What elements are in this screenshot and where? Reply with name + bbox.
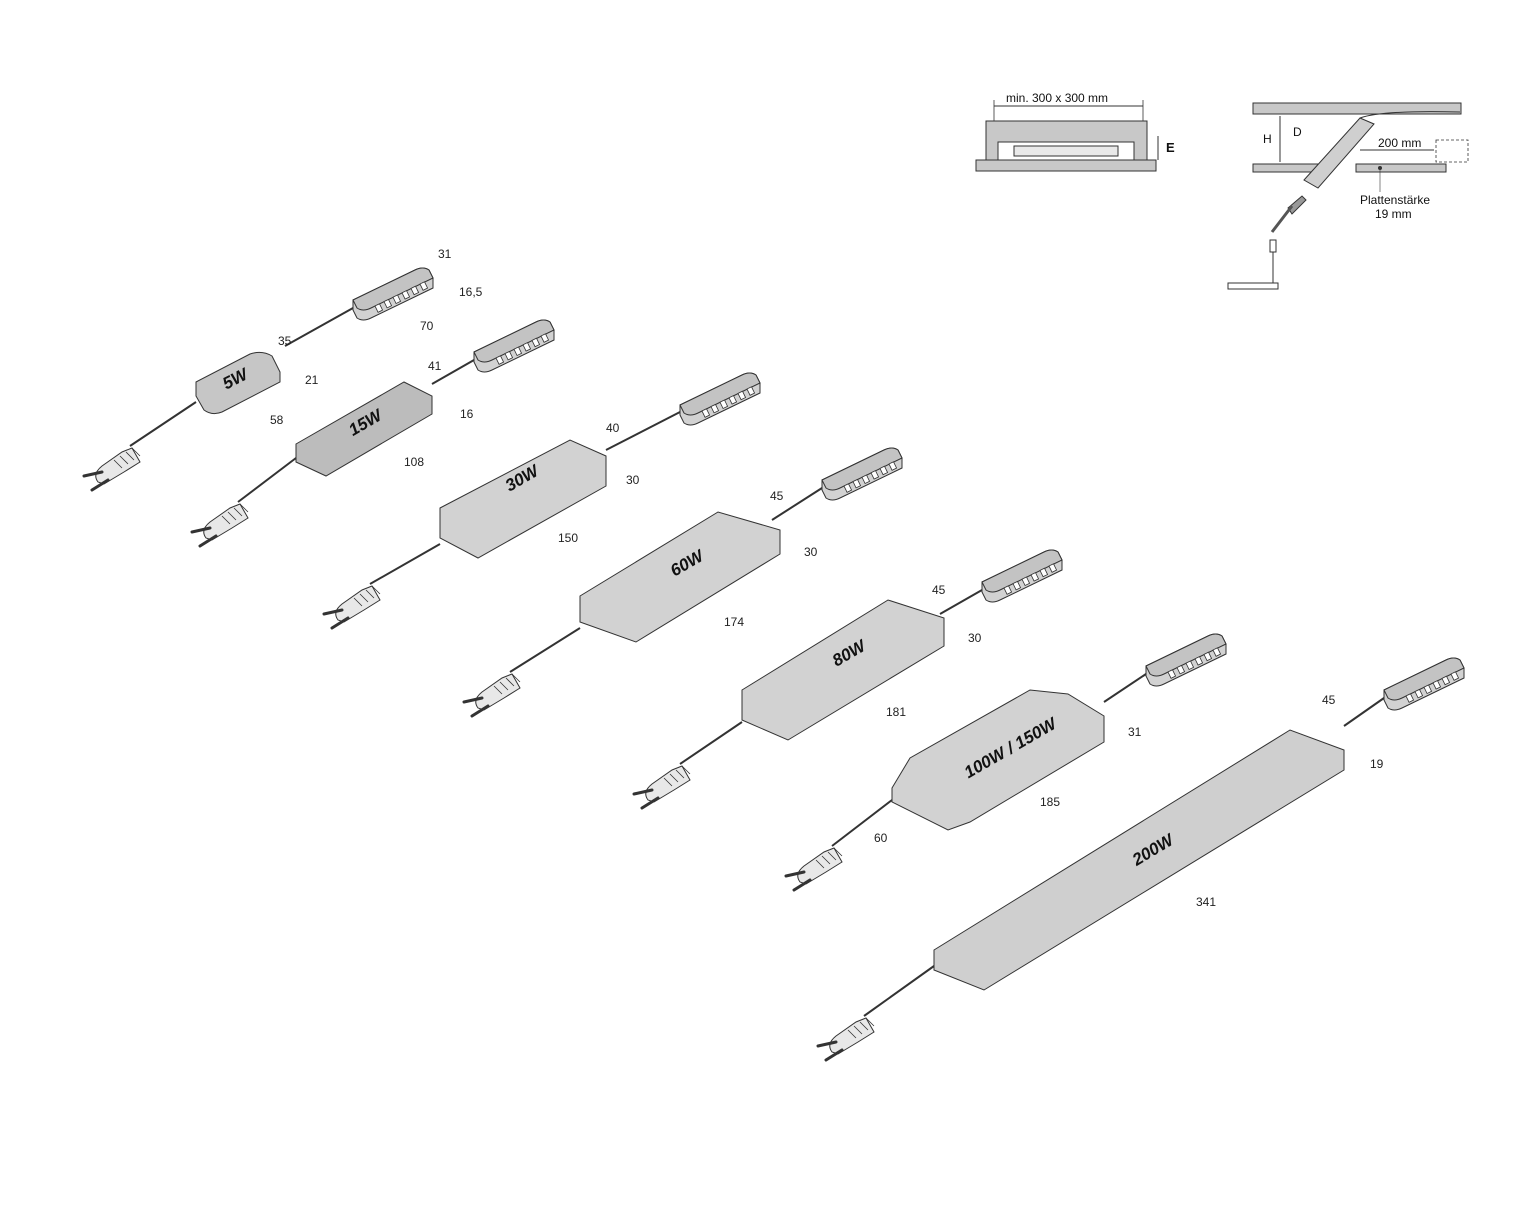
e-label: E (1166, 140, 1175, 155)
unit-5w: 5W 58 21 35 70 16,5 31 (82, 247, 483, 492)
board-label-2: 19 mm (1375, 207, 1412, 221)
distributor-box (1145, 633, 1227, 687)
cable-dim: 45 (770, 489, 784, 503)
distributor-box (352, 267, 434, 321)
height-dim: 30 (804, 545, 818, 559)
cable-dim: 60 (874, 831, 888, 845)
power-plug (462, 672, 522, 718)
cable-dim: 45 (1322, 693, 1336, 707)
h-label: H (1263, 132, 1272, 146)
installation-detail: H D 200 mm Plattenstärke 19 mm (1227, 102, 1469, 290)
distributor-box (1383, 657, 1465, 711)
height-dim: 30 (968, 631, 982, 645)
recess-detail: min. 300 x 300 mm E (975, 91, 1175, 172)
distributor-box (679, 372, 761, 426)
distributor-width-dim: 31 (438, 247, 452, 261)
distance-label: 200 mm (1378, 136, 1421, 150)
height-dim: 30 (626, 473, 640, 487)
board-label-1: Plattenstärke (1360, 193, 1430, 207)
length-dim: 174 (724, 615, 744, 629)
power-plug (784, 846, 844, 892)
power-plug (632, 764, 692, 810)
recess-label: min. 300 x 300 mm (1006, 91, 1108, 105)
unit-60w: 60W 174 30 45 (462, 447, 903, 718)
cable-dim: 40 (606, 421, 620, 435)
distributor-box (821, 447, 903, 501)
unit-15w: 15W 108 16 41 (190, 319, 555, 548)
power-plug (816, 1016, 876, 1062)
length-dim: 181 (886, 705, 906, 719)
length-dim: 108 (404, 455, 424, 469)
length-dim: 150 (558, 531, 578, 545)
height-dim: 19 (1370, 757, 1384, 771)
height-dim: 16 (460, 407, 474, 421)
unit-100w: 100W / 150W 185 31 60 (784, 633, 1227, 892)
cable-dim: 45 (932, 583, 946, 597)
cable-dim: 41 (428, 359, 442, 373)
height-dim: 21 (305, 373, 319, 387)
unit-80w: 80W 181 30 45 (632, 549, 1063, 810)
power-plug (190, 502, 250, 548)
distributor-length-dim: 70 (420, 319, 434, 333)
length-dim: 185 (1040, 795, 1060, 809)
distributor-box (981, 549, 1063, 603)
height-dim: 31 (1128, 725, 1142, 739)
unit-30w: 30W 150 30 40 (322, 372, 761, 630)
length-dim: 58 (270, 413, 284, 427)
distributor-height-dim: 16,5 (459, 285, 483, 299)
power-plug (322, 584, 382, 630)
unit-200w: 200W 341 19 45 (816, 657, 1465, 1062)
cable-dim: 35 (278, 334, 292, 348)
d-label: D (1293, 125, 1302, 139)
distributor-box (473, 319, 555, 373)
length-dim: 341 (1196, 895, 1216, 909)
power-plug (82, 446, 142, 492)
